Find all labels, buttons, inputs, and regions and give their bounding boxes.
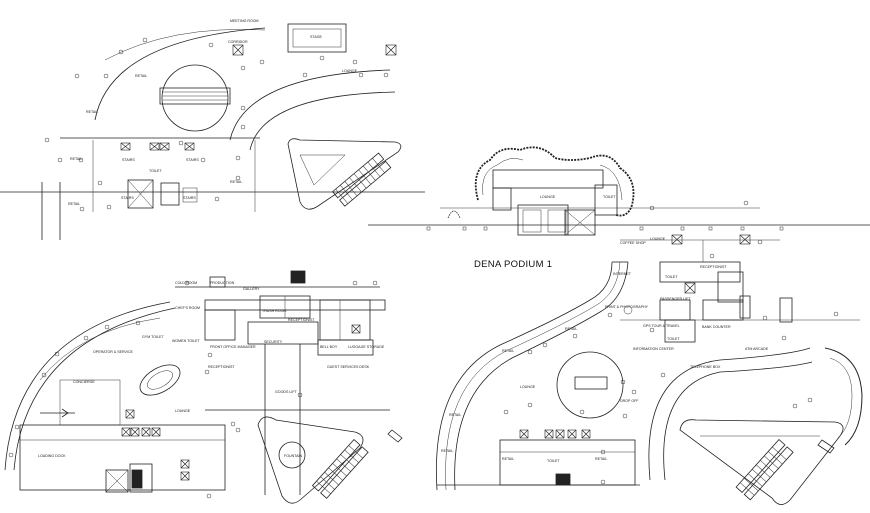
plan-bottom-right: COFFEE SHOP LOUNGE INTERNET PRINT & PHOT… (435, 234, 863, 505)
label-stairs-1: STAIRS (122, 158, 135, 162)
label-coffee-shop: COFFEE SHOP (620, 241, 646, 245)
label-stairs-3: STAIRS (121, 196, 134, 200)
label-gym-toilet: GYM TOILET (142, 335, 164, 339)
label-receptionist-br: RECEPTIONIST (700, 265, 727, 269)
label-stage: STAGE (310, 35, 323, 39)
label-receptionist-2: RECEPTIONIST (208, 365, 235, 369)
label-stairs-2: STAIRS (186, 158, 199, 162)
label-fountain: FOUNTAIN (284, 454, 303, 458)
label-retail-br5: RETAIL (502, 457, 514, 461)
label-loading-dock: LOADING DOCK (38, 454, 66, 458)
label-retail-br3: RETAIL (449, 413, 461, 417)
label-trash-room: TRASH ROOM (262, 309, 286, 313)
label-guest-changer: TOILET (665, 275, 678, 279)
label-atm-arcade: ATM ARCADE (745, 347, 769, 351)
label-stairs-4: STAIRS (183, 196, 196, 200)
label-corridor: CORRIDOR (228, 40, 248, 44)
label-lounge-br: LOUNGE (650, 237, 666, 241)
label-retail-4: RETAIL (230, 180, 242, 184)
label-print-photo: PRINT & PHOTOGRAPHY (605, 305, 649, 309)
label-operator: OPERATOR & SERVICE (93, 350, 134, 354)
label-lounge-bl: LOUNGE (175, 409, 191, 413)
label-retail-br2: RETAIL (502, 349, 514, 353)
label-bell-boy: BELL BOY (320, 345, 338, 349)
label-guest-services: GUEST SERVICES DESK (327, 365, 370, 369)
label-production: PRODUCTION (210, 281, 235, 285)
label-tour-travel: GPS TOUR & TRAVEL (643, 324, 680, 328)
label-bank-counter: BANK COUNTER (702, 325, 731, 329)
label-women-toilet: WOMEN TOILET (172, 339, 200, 343)
label-retail-br4: RETAIL (441, 449, 453, 453)
label-security: SECURITY (264, 340, 283, 344)
label-lounge-elev: LOUNGE (540, 195, 556, 199)
label-front-office: FRONT OFFICE MANAGER (210, 345, 256, 349)
label-receptionist-bl: RECEPTIONIST (288, 318, 315, 322)
plan-bottom-left: COLD ROOM PRODUCTION GALLERY CHEF'S ROOM… (4, 270, 403, 504)
label-lounge-br2: LOUNGE (520, 385, 536, 389)
label-internet: INTERNET (613, 272, 632, 276)
label-toilet-br2: TOILET (547, 459, 560, 463)
label-retail-3: RETAIL (70, 157, 82, 161)
label-goods-lift: GOODS LIFT (275, 390, 298, 394)
label-chefs-room: CHEF'S ROOM (175, 306, 200, 310)
label-cold-room: COLD ROOM (175, 281, 197, 285)
label-toilet-top: TOILET (149, 169, 162, 173)
label-telephone-box: TELEPHONE BOX (690, 365, 721, 369)
elevation-top-right: LOUNGE TOILET (368, 146, 870, 236)
label-gallery: GALLERY (243, 287, 260, 291)
label-retail-1: RETAIL (135, 74, 147, 78)
label-retail-br6: RETAIL (595, 457, 607, 461)
label-concierge: CONCIERGE (73, 380, 95, 384)
label-retail-br1: RETAIL (565, 327, 577, 331)
label-drop-off: DROP OFF (620, 399, 639, 403)
label-toilet-elev: TOILET (603, 195, 616, 199)
label-lounge-top: LOUNGE (342, 69, 358, 73)
label-retail-5: RETAIL (68, 202, 80, 206)
label-luggage: LUGGAGE STORAGE (348, 345, 385, 349)
label-retail-2: RETAIL (86, 110, 98, 114)
label-info-center: INFORMATION CENTER (633, 347, 674, 351)
label-lift-area: PASSENGER LIFT (660, 297, 691, 301)
drawing-title: DENA PODIUM 1 (474, 259, 552, 270)
label-meeting-room: MEETING ROOM (230, 19, 259, 23)
label-toilet-br: TOILET (667, 337, 680, 341)
plan-top-left: MEETING ROOM CORRIDOR STAGE LOUNGE RETAI… (0, 19, 425, 240)
